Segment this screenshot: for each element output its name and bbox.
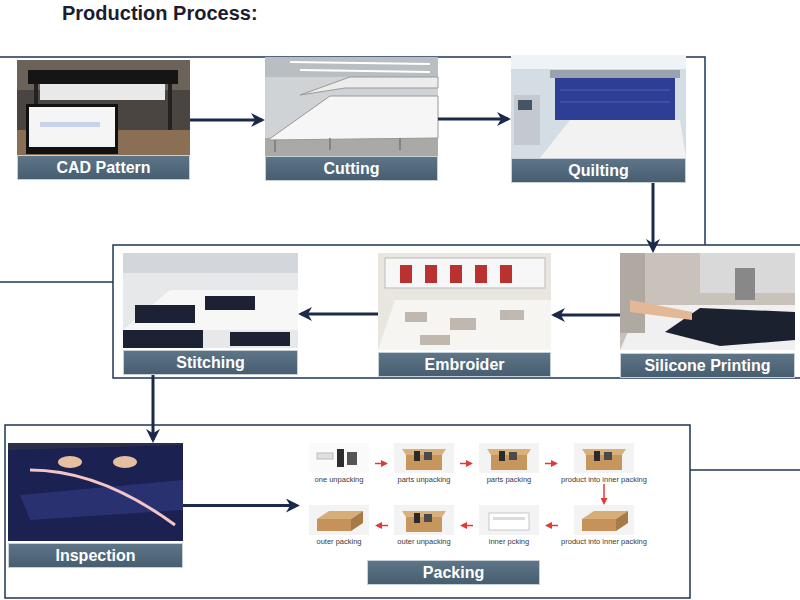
step-label: CAD Pattern (56, 158, 150, 177)
flow-arrow (377, 525, 388, 527)
packing-stage: Packing one unpacking parts unpacking parts… (300, 440, 655, 585)
step-label: Cutting (324, 159, 380, 178)
flow-arrow (554, 314, 620, 317)
flow-arrow (603, 484, 605, 503)
flow-arrow (438, 118, 508, 121)
label-bar: CAD Pattern (17, 155, 190, 180)
label-bar: Embroider (378, 352, 551, 377)
step-label: Silicone Printing (644, 356, 770, 375)
label-bar: Quilting (511, 158, 686, 183)
label-bar: Stitching (123, 350, 298, 375)
packing-substep: product into inner packing (558, 443, 650, 484)
process-step: CAD Pattern (17, 60, 190, 180)
flow-arrow (190, 119, 262, 122)
diagram-title: Production Process: (62, 2, 258, 25)
packing-substep: one unpacking (303, 443, 375, 484)
packing-substep: parts unpacking (388, 443, 460, 484)
step-caption: outer packing (303, 537, 375, 546)
label-bar: Packing (367, 560, 540, 585)
step-caption: parts unpacking (388, 475, 460, 484)
process-step: Silicone Printing (620, 253, 795, 378)
step-label: Inspection (55, 546, 135, 565)
process-step: Inspection (8, 443, 183, 568)
flow-arrow (462, 525, 473, 527)
label-bar: Cutting (265, 156, 438, 181)
process-step: Quilting (511, 55, 686, 183)
step-label: Packing (423, 563, 484, 582)
flow-arrow (545, 463, 556, 465)
step-caption: parts packing (473, 475, 545, 484)
flow-arrow (301, 313, 378, 316)
label-bar: Silicone Printing (620, 353, 795, 378)
label-bar: Inspection (8, 543, 183, 568)
step-caption: outer unpacking (388, 537, 460, 546)
packing-substep: parts packing (473, 443, 545, 484)
step-caption: inner pcking (473, 537, 545, 546)
flow-arrow (183, 504, 297, 507)
packing-substep: product into inner packing (558, 505, 650, 546)
packing-substep: inner pcking (473, 505, 545, 546)
packing-substep: outer unpacking (388, 505, 460, 546)
flow-arrow (375, 463, 386, 465)
flow-arrow (152, 375, 155, 440)
step-label: Embroider (424, 355, 504, 374)
process-step: Embroider (378, 253, 551, 377)
step-caption: product into inner packing (558, 475, 650, 484)
step-label: Stitching (176, 353, 244, 372)
flow-arrow (547, 525, 558, 527)
step-label: Quilting (568, 161, 628, 180)
process-step: Stitching (123, 253, 298, 375)
packing-substep: outer packing (303, 505, 375, 546)
flow-arrow (460, 463, 471, 465)
step-caption: one unpacking (303, 475, 375, 484)
flow-arrow (652, 183, 655, 250)
step-caption: product into inner packing (558, 537, 650, 546)
process-step: Cutting (265, 57, 438, 181)
